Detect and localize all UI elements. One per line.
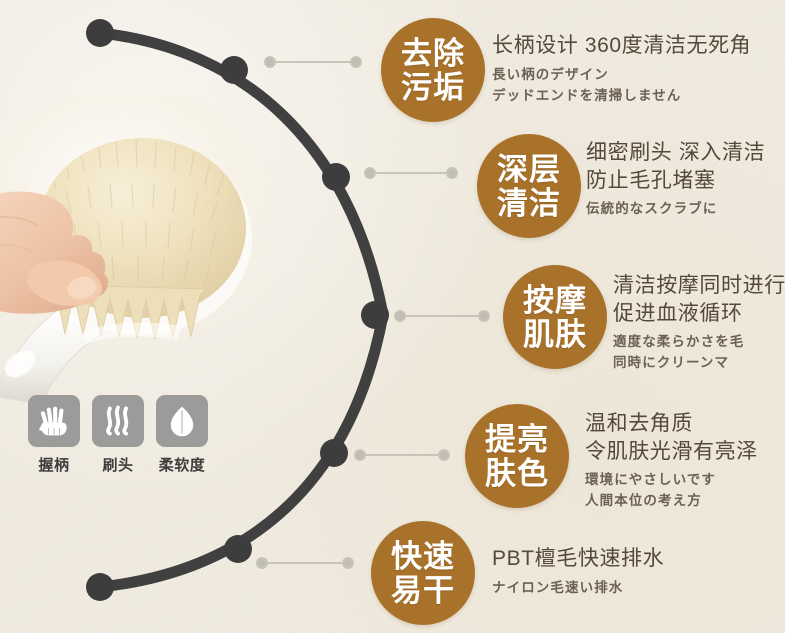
main-text-line: PBT檀毛快速排水 bbox=[492, 547, 665, 570]
feature-label: 握柄 bbox=[38, 457, 70, 474]
main-text-line: 促进血液循环 bbox=[613, 301, 743, 325]
product-photo-brush-in-hand bbox=[0, 96, 280, 405]
text-block-point-5: PBT檀毛快速排水 ナイロン毛速い排水 bbox=[492, 545, 664, 599]
feature-label: 刷头 bbox=[102, 457, 134, 474]
bristles-icon bbox=[92, 395, 144, 447]
sub-text-line: 環境にやさしいです bbox=[585, 472, 716, 488]
sub-text-line: 伝統的なスクラブに bbox=[586, 201, 718, 217]
sub-text-line: 同時にクリーンマ bbox=[613, 355, 730, 371]
sub-text-line: 長い柄のデザイン bbox=[492, 66, 609, 82]
badge-line-1: 快速 bbox=[391, 538, 455, 574]
feature-icon-row: 握柄 刷头 柔软度 bbox=[28, 395, 208, 475]
text-block-point-3: 清洁按摩同时进行 促进血液循环 適度な柔らかさを毛 同時にクリーンマ bbox=[613, 272, 785, 374]
arc-node-4 bbox=[320, 439, 348, 467]
main-text-line: 温和去角质 bbox=[585, 412, 693, 435]
feature-item-softness: 柔软度 bbox=[156, 395, 208, 475]
arc-node-5 bbox=[224, 535, 252, 563]
badge-point-2: 深层 清洁 bbox=[477, 134, 581, 238]
sub-text-line: デッドエンドを清掃しません bbox=[492, 87, 682, 103]
text-block-point-4: 温和去角质 令肌肤光滑有亮泽 環境にやさしいです 人間本位の考え方 bbox=[585, 410, 758, 512]
arc-endpoint-top bbox=[86, 19, 114, 47]
main-text-line: 长柄设计 360度清洁无死角 bbox=[492, 34, 752, 57]
badge-line-1: 去除 bbox=[401, 35, 465, 71]
sub-text-line: 人間本位の考え方 bbox=[585, 493, 702, 509]
badge-line-1: 按摩 bbox=[523, 282, 587, 318]
sub-text-line: 適度な柔らかさを毛 bbox=[613, 334, 745, 350]
badge-line-2: 易干 bbox=[391, 572, 455, 608]
badge-point-1: 去除 污垢 bbox=[381, 18, 485, 122]
main-text-line: 令肌肤光滑有亮泽 bbox=[585, 439, 758, 463]
main-text-line: 清洁按摩同时进行 bbox=[613, 274, 785, 297]
text-block-point-2: 细密刷头 深入清洁 防止毛孔堵塞 伝統的なスクラブに bbox=[586, 139, 765, 220]
badge-line-2: 肤色 bbox=[485, 455, 549, 491]
arc-node-1 bbox=[220, 56, 248, 84]
badge-line-2: 清洁 bbox=[497, 185, 561, 221]
arc-endpoint-bottom bbox=[86, 573, 114, 601]
feature-item-handle: 握柄 bbox=[28, 395, 80, 475]
leaf-icon bbox=[156, 395, 208, 447]
badge-point-5: 快速 易干 bbox=[371, 521, 475, 625]
hand-icon bbox=[28, 395, 80, 447]
arc-node-2 bbox=[322, 163, 350, 191]
badge-point-4: 提亮 肤色 bbox=[465, 404, 569, 508]
sub-text-line: ナイロン毛速い排水 bbox=[492, 579, 624, 595]
feature-label: 柔软度 bbox=[158, 457, 206, 474]
badge-line-2: 肌肤 bbox=[523, 316, 587, 352]
arc-node-3 bbox=[361, 301, 389, 329]
badge-line-1: 深层 bbox=[497, 151, 561, 187]
main-text-line: 防止毛孔堵塞 bbox=[586, 168, 716, 192]
badge-line-2: 污垢 bbox=[401, 69, 465, 105]
main-text-line: 细密刷头 深入清洁 bbox=[586, 141, 766, 164]
text-block-point-1: 长柄设计 360度清洁无死角 長い柄のデザイン デッドエンドを清掃しません bbox=[492, 32, 751, 107]
feature-item-brush-head: 刷头 bbox=[92, 395, 144, 475]
badge-line-1: 提亮 bbox=[485, 421, 549, 457]
badge-point-3: 按摩 肌肤 bbox=[503, 265, 607, 369]
